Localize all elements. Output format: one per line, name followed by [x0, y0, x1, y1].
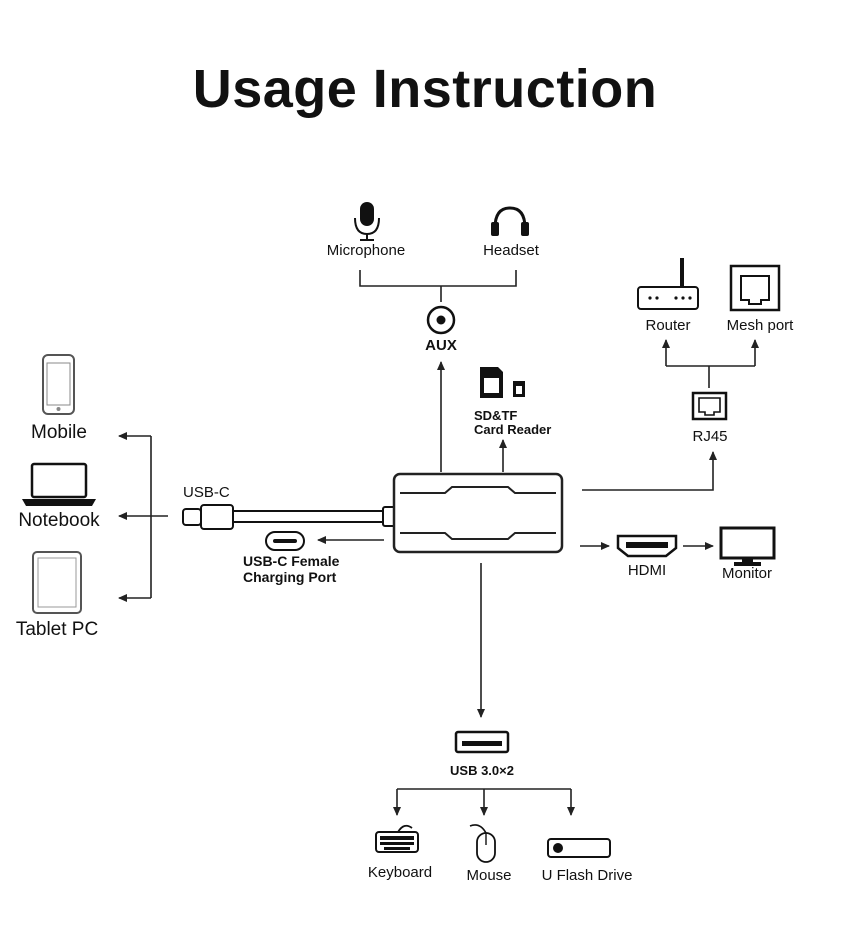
- card-reader-label-2: Card Reader: [474, 422, 551, 437]
- rj45-icon: [691, 391, 728, 421]
- mouse-icon: [469, 824, 496, 863]
- usb-c-female-label-2: Charging Port: [243, 569, 337, 585]
- headset-icon: [491, 206, 529, 236]
- sd-card-icon: [480, 367, 525, 398]
- hub-icon: [392, 472, 564, 554]
- hdmi-port-icon: [616, 534, 678, 558]
- keyboard-label: Keyboard: [368, 864, 432, 881]
- microphone-label: Microphone: [327, 242, 405, 259]
- keyboard-icon: [375, 824, 419, 853]
- mobile-icon: [42, 354, 75, 415]
- router-icon: [637, 258, 699, 310]
- aux-bracket: [359, 270, 517, 287]
- tablet-icon: [32, 551, 82, 614]
- tablet-label: Tablet PC: [16, 619, 98, 640]
- usb-c-plug-icon: [182, 504, 396, 530]
- usb-c-label: USB-C: [183, 484, 230, 501]
- monitor-icon: [719, 526, 776, 566]
- mouse-label: Mouse: [466, 867, 511, 884]
- usb-a-port-icon: [454, 730, 510, 754]
- microphone-icon: [354, 202, 380, 241]
- mesh-port-label: Mesh port: [727, 317, 795, 334]
- rj45-label: RJ45: [692, 428, 727, 445]
- aux-label: AUX: [425, 337, 457, 354]
- rj45-arrow: [582, 451, 717, 491]
- mesh-port-icon: [729, 264, 781, 312]
- page-title: Usage Instruction: [192, 59, 658, 119]
- notebook-label: Notebook: [18, 510, 100, 531]
- usb3-label: USB 3.0×2: [450, 763, 514, 778]
- card-reader-label-1: SD&TF: [474, 408, 517, 423]
- flash-drive-label: U Flash Drive: [542, 867, 633, 884]
- flash-drive-icon: [547, 838, 611, 858]
- hdmi-label: HDMI: [628, 562, 666, 579]
- headset-label: Headset: [483, 242, 540, 259]
- usb-c-female-label-1: USB-C Female: [243, 553, 340, 569]
- notebook-icon: [22, 462, 96, 506]
- mobile-label: Mobile: [31, 422, 87, 443]
- router-label: Router: [645, 317, 690, 334]
- aux-jack-icon: [426, 305, 456, 335]
- usb-c-port-icon: [265, 531, 305, 551]
- monitor-label: Monitor: [722, 565, 772, 582]
